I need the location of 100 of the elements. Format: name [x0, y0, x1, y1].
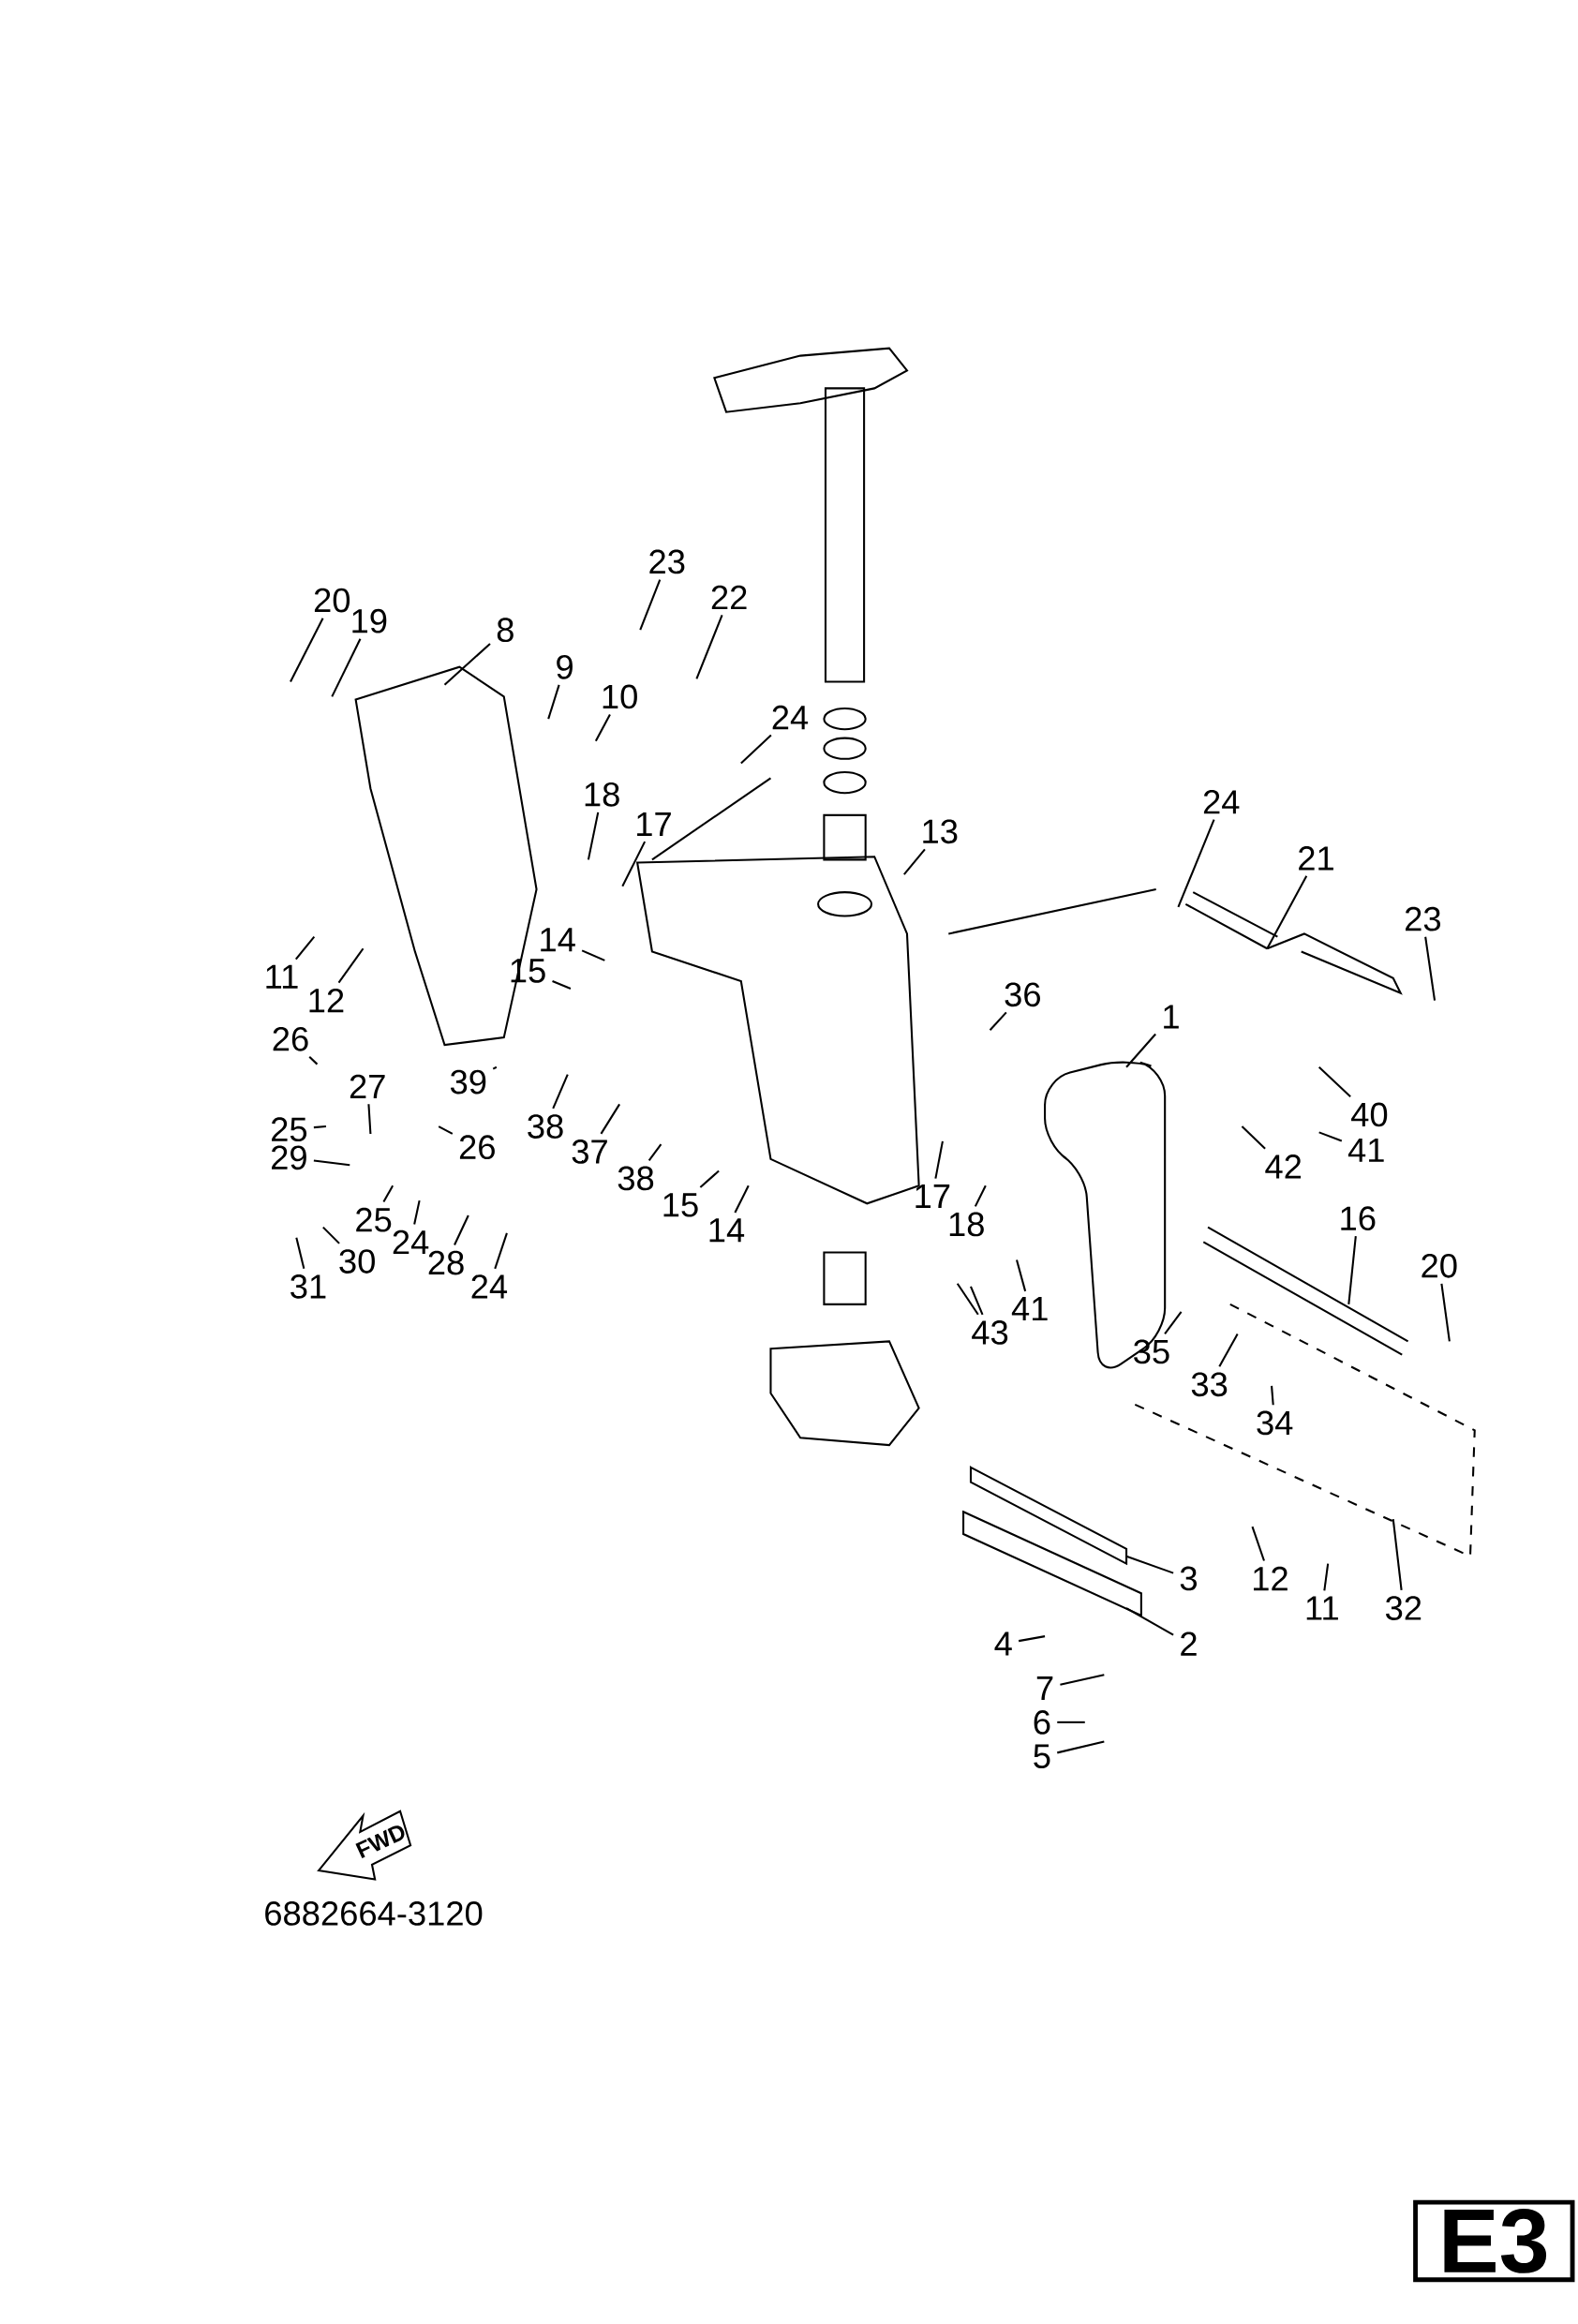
leader-line: [1323, 1563, 1329, 1591]
leader-line: [1347, 1236, 1357, 1304]
leader-line: [331, 638, 362, 697]
leader-line: [594, 714, 611, 742]
leader-line: [1125, 1033, 1156, 1068]
leader-line: [581, 949, 605, 961]
callout-number: 24: [1203, 790, 1240, 814]
callout-number: 16: [1341, 1206, 1376, 1230]
callout-number: 23: [1405, 906, 1440, 931]
leader-line: [412, 1199, 421, 1225]
leader-line: [1440, 1283, 1451, 1342]
leader-line: [367, 1104, 372, 1135]
leader-line: [1266, 875, 1307, 949]
leader-line: [969, 1286, 984, 1316]
callout-number: 31: [290, 1274, 326, 1299]
leader-line: [321, 1226, 340, 1244]
leader-line: [382, 1184, 394, 1203]
callout-number: 21: [1298, 846, 1333, 871]
leader-line: [1177, 819, 1215, 908]
leader-line: [1056, 1740, 1105, 1754]
leader-line: [934, 1140, 944, 1179]
callout-number: 14: [541, 928, 575, 952]
leader-line: [492, 1065, 498, 1070]
leader-line: [600, 1103, 620, 1135]
callout-number: 7: [1036, 1676, 1053, 1700]
arrow-label: FWD: [355, 1825, 405, 1858]
callout-number: 28: [428, 1250, 464, 1275]
leader-line: [1251, 1526, 1265, 1561]
callout-number: 26: [273, 1026, 308, 1051]
callout-number: 22: [711, 585, 747, 610]
callout-number: 9: [556, 654, 573, 679]
callout-number: 40: [1350, 1102, 1387, 1127]
leader-line: [974, 1184, 987, 1207]
leader-line: [1241, 1125, 1266, 1150]
leader-line: [1317, 1066, 1351, 1098]
callout-number: 38: [527, 1114, 563, 1139]
callout-number: 41: [1011, 1297, 1048, 1321]
leader-line: [494, 1232, 508, 1270]
callout-number: 1: [1163, 1005, 1179, 1029]
leader-line: [1125, 1607, 1174, 1636]
leader-line: [695, 614, 723, 679]
callout-number: 30: [339, 1249, 375, 1274]
leader-line: [734, 1184, 750, 1214]
leader-line: [337, 947, 365, 984]
callout-number: 38: [618, 1166, 653, 1191]
leader-line: [438, 1125, 454, 1135]
callout-number: 37: [572, 1140, 607, 1164]
callout-number: 20: [314, 588, 350, 613]
callout-number: 43: [971, 1320, 1007, 1345]
callout-number: 14: [709, 1218, 744, 1243]
callout-number: 39: [450, 1069, 486, 1095]
leader-line: [1392, 1519, 1403, 1591]
callout-number: 18: [949, 1212, 984, 1237]
callout-number: 42: [1265, 1155, 1301, 1179]
callout-number: 23: [649, 549, 685, 574]
callout-number: 11: [266, 964, 298, 989]
leader-line: [621, 841, 646, 887]
callout-number: 2: [1181, 1631, 1197, 1656]
callout-number: 18: [585, 782, 619, 807]
callout-number: 35: [1133, 1339, 1169, 1364]
callout-number: 13: [923, 819, 958, 844]
callout-number: 3: [1180, 1566, 1197, 1591]
callout-number: 25: [356, 1207, 392, 1232]
leader-line: [443, 643, 491, 686]
leader-line: [1057, 1721, 1085, 1723]
callout-number: 26: [459, 1135, 495, 1160]
callout-number: 5: [1034, 1744, 1050, 1768]
callout-number: 19: [352, 608, 387, 633]
leader-line: [551, 979, 572, 990]
callout-number: 17: [916, 1184, 949, 1208]
leader-line: [294, 935, 315, 961]
callout-number: 34: [1257, 1410, 1293, 1436]
section-code-box: E3: [1412, 2199, 1575, 2283]
leader-line: [313, 1159, 350, 1167]
leader-line: [308, 1056, 318, 1065]
callout-number: 17: [636, 812, 671, 836]
leader-line: [587, 812, 600, 860]
callout-number: 8: [497, 618, 514, 643]
callout-number: 4: [994, 1631, 1012, 1656]
callout-number: 29: [271, 1145, 306, 1170]
leader-line: [289, 618, 324, 683]
leader-line: [739, 734, 772, 765]
callout-number: 11: [1306, 1596, 1338, 1620]
leader-line: [1218, 1333, 1239, 1367]
leader-line: [699, 1169, 720, 1188]
callout-number: 24: [772, 705, 808, 730]
leader-line: [1059, 1674, 1105, 1686]
leader-line: [956, 1283, 979, 1316]
callout-number: 36: [1005, 982, 1040, 1007]
callout-number: 41: [1347, 1138, 1384, 1162]
callout-number: 12: [309, 988, 344, 1013]
leader-line: [1125, 1555, 1174, 1574]
leader-line: [989, 1011, 1007, 1031]
callout-number: 12: [1253, 1566, 1288, 1591]
leader-line: [1164, 1311, 1183, 1334]
leader-line: [902, 848, 926, 875]
leader-line: [648, 1143, 662, 1161]
leader-line: [1423, 936, 1436, 1001]
callout-number: 32: [1385, 1596, 1421, 1620]
leader-line: [547, 684, 560, 720]
